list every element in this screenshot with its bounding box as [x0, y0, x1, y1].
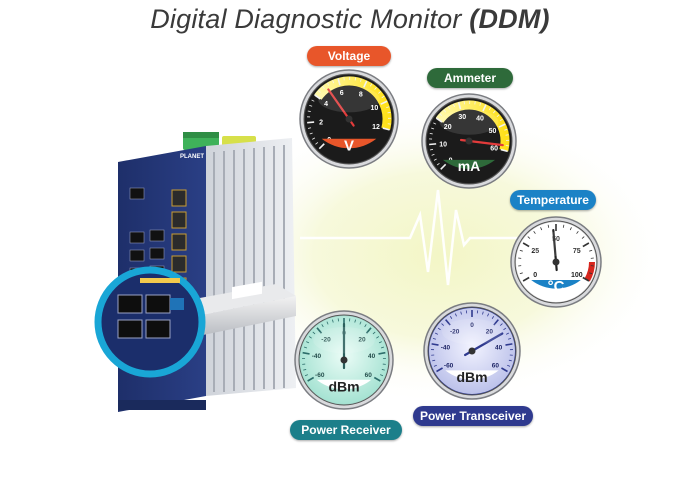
- voltage-unit: V: [344, 138, 354, 155]
- needle-hub: [341, 357, 348, 364]
- gauge-tick-label: 10: [439, 141, 447, 148]
- gauge-tick-label: 40: [495, 344, 503, 351]
- gauge-tick-label: 100: [571, 272, 583, 279]
- gauge-tick: [308, 111, 311, 112]
- magnifier-inset: [98, 270, 202, 374]
- temperature-label: Temperature: [510, 190, 596, 210]
- receiver-unit: dBm: [328, 379, 359, 395]
- transceiver-unit: dBm: [456, 369, 487, 385]
- brand-logo: PLANET: [180, 154, 204, 160]
- needle-hub: [466, 138, 473, 145]
- gauge-tick-label: 60: [490, 146, 498, 153]
- needle-hub: [553, 259, 560, 266]
- ammeter-gauge: 0102030405060mA: [422, 94, 516, 188]
- ammeter-label: Ammeter: [427, 68, 513, 88]
- gauge-tick-label: 60: [492, 363, 500, 370]
- needle-hub: [346, 116, 353, 123]
- ammeter-unit: mA: [458, 158, 481, 174]
- gauge-tick-label: -60: [444, 363, 454, 370]
- gauge-tick-label: -40: [312, 353, 322, 360]
- ddm-illustration: Digital Diagnostic Monitor (DDM): [0, 0, 700, 446]
- title-abbreviation: (DDM): [469, 4, 549, 34]
- gauge-tick-label: -60: [315, 372, 325, 379]
- needle-hub: [469, 348, 476, 355]
- gauge-tick-label: 12: [372, 124, 380, 131]
- gauge-tick: [430, 133, 433, 134]
- gauge-tick-label: 40: [368, 353, 376, 360]
- gauge-tick-label: 0: [533, 272, 537, 279]
- temperature-unit: °C: [548, 278, 565, 295]
- power-receiver-label: Power Receiver: [290, 420, 402, 440]
- gauge-tick: [307, 122, 314, 123]
- power-transceiver-label: Power Transceiver: [413, 406, 533, 426]
- title-text: Digital Diagnostic Monitor: [150, 4, 469, 34]
- voltage-label: Voltage: [307, 46, 391, 66]
- voltage-gauge: 024681012V: [300, 70, 398, 168]
- gauge-tick: [429, 144, 436, 145]
- gauge-tick-label: 60: [365, 372, 373, 379]
- page-title: Digital Diagnostic Monitor (DDM): [0, 4, 700, 35]
- gauge-tick-label: -40: [441, 344, 451, 351]
- gauge-tick-label: 2: [319, 119, 323, 126]
